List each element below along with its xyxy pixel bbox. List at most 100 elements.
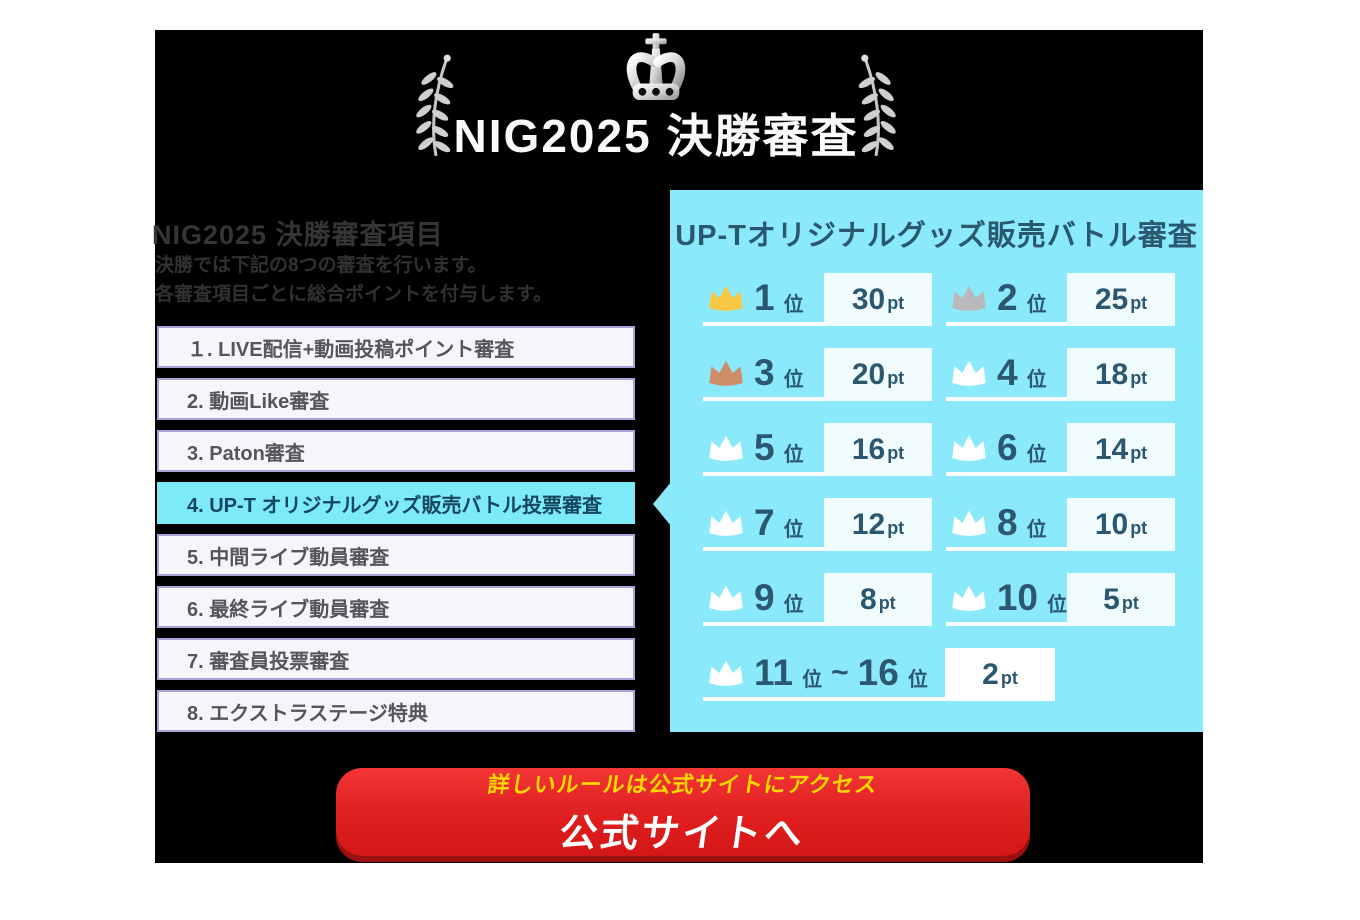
points-value: 18 [1094,357,1129,391]
points-box: 20 pt [824,348,932,401]
crown-icon [709,360,743,386]
points-unit: pt [887,293,905,313]
crown-icon [952,285,986,311]
rank-cell: 4 位 18 pt [946,348,1175,401]
info-card: NIG2025 決勝審査 NIG2025 決勝審査項目 決勝では下記の8つの審査… [152,30,1203,863]
points-unit: pt [1130,293,1148,313]
list-item: 5. 中間ライブ動員審査 [157,534,635,576]
rank-underline: 9 位 [703,573,824,626]
points-value: 25 [1094,282,1129,316]
crown-icon [952,360,986,386]
section-heading: NIG2025 決勝審査項目 [152,220,444,250]
panel-heading: UP-Tオリジナルグッズ販売バトル審査 [675,220,1198,252]
crown-icon [709,585,743,611]
points-value: 12 [851,507,886,541]
rank-underline: 4 位 [946,348,1067,401]
points-box: 5 pt [1067,573,1175,626]
rank-number: 3 [754,351,775,393]
points-unit: pt [887,443,905,463]
points-unit: pt [878,593,896,613]
list-item-label: 3. Paton審査 [187,442,305,465]
points-unit: pt [1130,518,1148,538]
rank-cell: 3 位 20 pt [703,348,932,401]
rank-underline: 3 位 [703,348,824,401]
rank-suffix: 位 [802,669,823,691]
rank-row: 5 位 16 pt 6 位 [703,423,1175,476]
rank-cell: 10 位 5 pt [945,573,1175,626]
rank-suffix: 位 [783,294,804,316]
battle-ranking-panel: UP-Tオリジナルグッズ販売バトル審査 1 位 30 pt [653,190,1203,732]
points-box: 16 pt [824,423,932,476]
points-unit: pt [887,368,905,388]
rank-underline: 11 位 ~ 16 位 [703,648,945,701]
judge-item-list: １. LIVE配信+動画投稿ポイント審査 2. 動画Like審査 3. Pato… [157,326,635,742]
points-value: 30 [851,282,886,316]
rank-suffix: 位 [783,444,804,466]
points-box: 2 pt [945,648,1055,701]
crown-icon [709,660,743,686]
crown-icon [709,285,743,311]
rank-number: 5 [754,426,775,468]
crown-icon [952,435,986,461]
crown-icon [952,585,986,611]
points-box: 25 pt [1067,273,1175,326]
laurel-branch-icon [416,54,454,157]
rank-suffix: 位 [783,594,804,616]
rank-suffix: 位 [907,669,928,691]
rank-suffix: 位 [1026,294,1047,316]
points-value: 20 [851,357,886,391]
points-box: 12 pt [824,498,932,551]
points-value: 16 [851,432,886,466]
rank-cell: 9 位 8 pt [703,573,932,626]
rank-cell: 8 位 10 pt [946,498,1175,551]
list-item-label: 7. 審査員投票審査 [187,650,350,673]
points-value: 10 [1094,507,1129,541]
list-item: 7. 審査員投票審査 [157,638,635,680]
official-site-button[interactable]: 詳しいルールは公式サイトにアクセス 公式サイトへ [336,768,1030,856]
list-item: 8. エクストラステージ特典 [157,690,635,732]
list-item-label: 6. 最終ライブ動員審査 [187,598,390,621]
rank-number: 1 [754,276,775,318]
list-item-label: 2. 動画Like審査 [187,390,330,413]
points-value: 2 [982,657,999,691]
rank-suffix: 位 [783,369,804,391]
laurel-branch-icon [858,54,896,157]
points-unit: pt [1000,668,1018,688]
rank-cell: 5 位 16 pt [703,423,932,476]
rank-underline: 2 位 [946,273,1067,326]
rank-number: 9 [754,576,775,618]
points-box: 30 pt [824,273,932,326]
rank-range-separator: ~ [831,655,849,689]
rank-number: 8 [997,501,1018,543]
crown-icon [626,33,686,101]
ranking-grid: 1 位 30 pt 2 位 [703,273,1175,723]
rank-suffix: 位 [1026,444,1047,466]
rank-number: 4 [997,351,1018,393]
rank-row: 1 位 30 pt 2 位 [703,273,1175,326]
list-item-label: 8. エクストラステージ特典 [187,702,428,725]
rank-row: 3 位 20 pt 4 位 [703,348,1175,401]
button-label: 公式サイトへ [556,813,809,855]
rank-underline: 1 位 [703,273,824,326]
rank-underline: 6 位 [946,423,1067,476]
points-value: 14 [1094,432,1129,466]
rank-number: 10 [996,576,1038,618]
list-item-label: 4. UP-T オリジナルグッズ販売バトル投票審査 [187,494,603,517]
pointer-notch-icon [653,482,671,526]
rank-number: 7 [754,501,775,543]
rank-underline: 10 位 [945,573,1067,626]
points-value: 5 [1103,582,1120,616]
rank-cell: 1 位 30 pt [703,273,932,326]
crown-icon [709,510,743,536]
rank-cell: 6 位 14 pt [946,423,1175,476]
crown-icon [952,510,986,536]
points-unit: pt [1130,368,1148,388]
points-unit: pt [1121,593,1139,613]
rank-cell: 11 位 ~ 16 位 2 pt [703,648,1055,701]
list-item: 3. Paton審査 [157,430,635,472]
list-item: 2. 動画Like審査 [157,378,635,420]
description-line: 決勝では下記の8つの審査を行います。 [155,255,487,276]
list-item: １. LIVE配信+動画投稿ポイント審査 [157,326,635,368]
rank-suffix: 位 [1026,519,1047,541]
rank-suffix: 位 [1026,369,1047,391]
